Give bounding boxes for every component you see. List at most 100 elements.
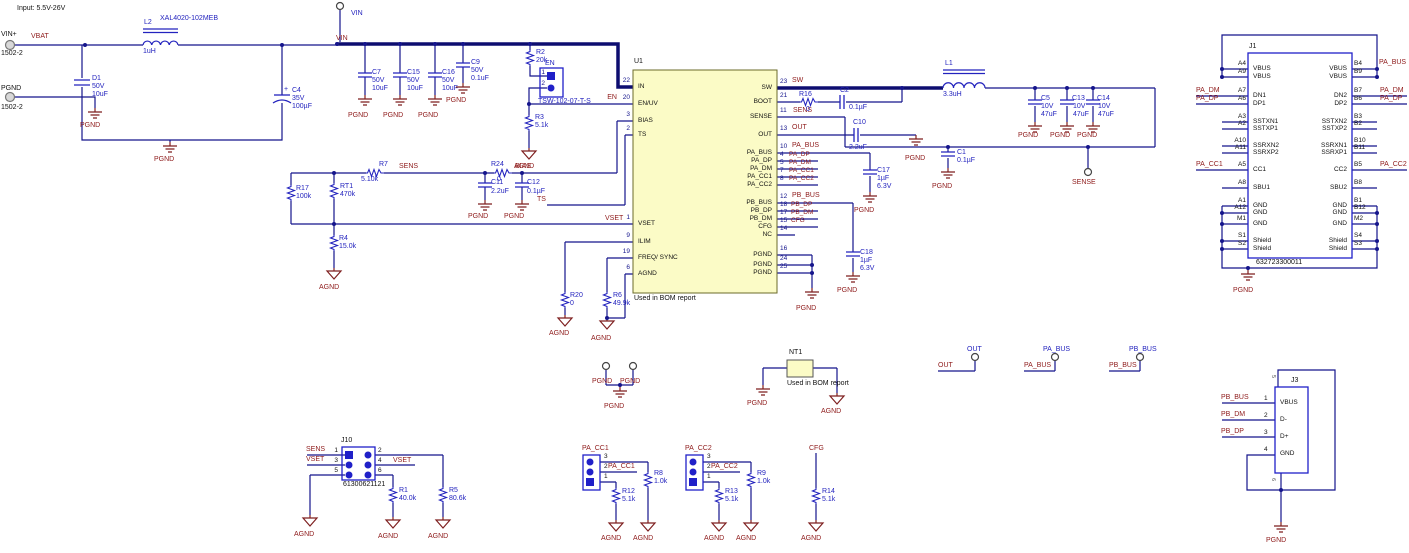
u1-pin-name: CFG [758, 223, 772, 230]
j10-pin-num: 2 [378, 447, 382, 454]
pgnd-label: PGND [80, 122, 101, 129]
j1-pin-name: Shield [1253, 245, 1272, 252]
j1-pin-name: VBUS [1253, 65, 1271, 72]
pgnd-label: PGND [348, 112, 369, 119]
j1-pin-name: VBUS [1329, 65, 1347, 72]
c18-ref: C18 [860, 249, 873, 256]
c1-value: 0.1µF [957, 157, 976, 164]
r5-value: 80.6k [449, 495, 467, 502]
c14-voltage: 10V [1098, 103, 1111, 110]
pgnd-label: PGND [468, 213, 489, 220]
c11-ref: C11 [491, 179, 504, 186]
r1-value: 40.0k [399, 495, 417, 502]
j1-pin-name: SSTXP2 [1322, 125, 1347, 132]
u1-pin-name: PGND [753, 251, 772, 258]
vin-pad-part: 1502-2 [1, 50, 23, 57]
r6-ref: R6 [613, 292, 622, 299]
cc1-pin-num: 3 [604, 453, 608, 460]
u1-pin-num: 10 [780, 143, 788, 150]
testpoint-pgnd-label: PGND [620, 378, 641, 385]
r24-value: 0 [497, 176, 501, 183]
agnd-label: AGND [821, 408, 842, 415]
pgnd-label: PGND [383, 112, 404, 119]
net-label-pb-dm: PB_DM [1221, 411, 1246, 418]
nt1-ref: NT1 [789, 349, 803, 356]
j3-ref: J3 [1291, 377, 1299, 384]
j1-pin-name: DN1 [1253, 92, 1267, 99]
j1-pin-des: B7 [1354, 87, 1362, 94]
j1-pin-des: M2 [1354, 215, 1364, 222]
net-label-pa-cc1: PA_CC1 [608, 463, 635, 470]
u1-pin-num: 22 [622, 77, 630, 84]
u1-pin-name: PA_DM [750, 165, 772, 172]
j1-pin-name: GND [1253, 220, 1268, 227]
c7-ref: C7 [372, 69, 381, 76]
u1-pin-num: 15 [780, 217, 788, 224]
net-label-pa-dp: PA_DP [789, 151, 810, 158]
l1-value: 3.3uH [943, 91, 962, 98]
net-label-pa-bus: PA_BUS [792, 142, 820, 149]
c9-value: 0.1uF [471, 75, 489, 82]
j1-pin-des: A10 [1234, 137, 1246, 144]
net-label-pa-dm: PA_DM [1196, 87, 1220, 94]
net-label-pa-cc2: PA_CC2 [789, 175, 814, 182]
agnd-label: AGND [801, 535, 822, 542]
c15-value: 10uF [407, 85, 423, 92]
u1-pin-name: PGND [753, 269, 772, 276]
j10-pin-num: 6 [378, 467, 382, 474]
net-label-pb-dp: PB_DP [791, 201, 813, 208]
j1-pin-des: S4 [1354, 232, 1362, 239]
net-label-sw: SW [792, 77, 804, 84]
u1-pin-name: AGND [638, 270, 657, 277]
en-header-body [539, 67, 564, 98]
u1-pin-name: IN [638, 83, 645, 90]
power-bus [337, 42, 943, 90]
pgnd-label: PGND [446, 97, 467, 104]
j3-pin-num: 4 [1264, 446, 1268, 453]
r3-ref: R3 [535, 114, 544, 121]
testpoint-out-label: OUT [967, 346, 982, 353]
r2-value: 20k [536, 57, 548, 64]
u1-pin-num: 12 [780, 193, 788, 200]
j1-pin-name: SSRXP1 [1321, 149, 1347, 156]
agnd-label: AGND [601, 535, 622, 542]
j1-pin-name: DP2 [1334, 100, 1347, 107]
u1-pin-name: VSET [638, 220, 655, 227]
u1-pin-num: 4 [780, 151, 784, 158]
net-label-cfg: CFG [791, 217, 805, 224]
input-range-note: Input: 5.5V-26V [17, 5, 66, 12]
u1-pin-num: 25 [780, 263, 788, 270]
net-label-pb-bus: PB_BUS [1221, 394, 1249, 401]
net-label-sens: SENS [399, 163, 419, 170]
j1-pin-des: A1 [1238, 197, 1246, 204]
c4-voltage: 35V [292, 95, 305, 102]
j1-pin-des: B2 [1354, 120, 1362, 127]
connector-outlines [341, 52, 1353, 491]
j10-header-body [341, 446, 376, 481]
u1-pin-name: FREQ/ SYNC [638, 254, 678, 261]
agnd-label: AGND [319, 284, 340, 291]
j1-pin-name: Shield [1328, 237, 1347, 244]
net-label-pb-bus: PB_BUS [1109, 362, 1137, 369]
net-label-vset: VSET [393, 457, 412, 464]
net-label-vin: VIN [336, 35, 348, 42]
c7-value: 10uF [372, 85, 388, 92]
testpoint-vin-label: VIN [351, 10, 363, 17]
r16-ref: R16 [799, 91, 812, 98]
j3-shield-pin-num: 6 [1269, 478, 1276, 481]
r4-ref: R4 [339, 235, 348, 242]
c4-value: 100µF [292, 103, 312, 110]
net-label-sens: SENS [306, 446, 326, 453]
cc1-pin-num: 1 [604, 473, 608, 480]
j1-mpn: 632723300011 [1256, 259, 1303, 266]
c13-ref: C13 [1072, 95, 1085, 102]
j3-shield-pin-num: 5 [1269, 375, 1276, 378]
capacitor-C4-symbol [272, 94, 292, 104]
j1-pin-name: SBU1 [1253, 184, 1270, 191]
c2-ref: C2 [840, 87, 849, 94]
u1-pin-num: 17 [780, 209, 788, 216]
c16-voltage: 50V [442, 77, 455, 84]
u1-pin-num: 6 [626, 264, 630, 271]
wire-layer [14, 10, 1407, 522]
net-label-vset: VSET [605, 215, 624, 222]
